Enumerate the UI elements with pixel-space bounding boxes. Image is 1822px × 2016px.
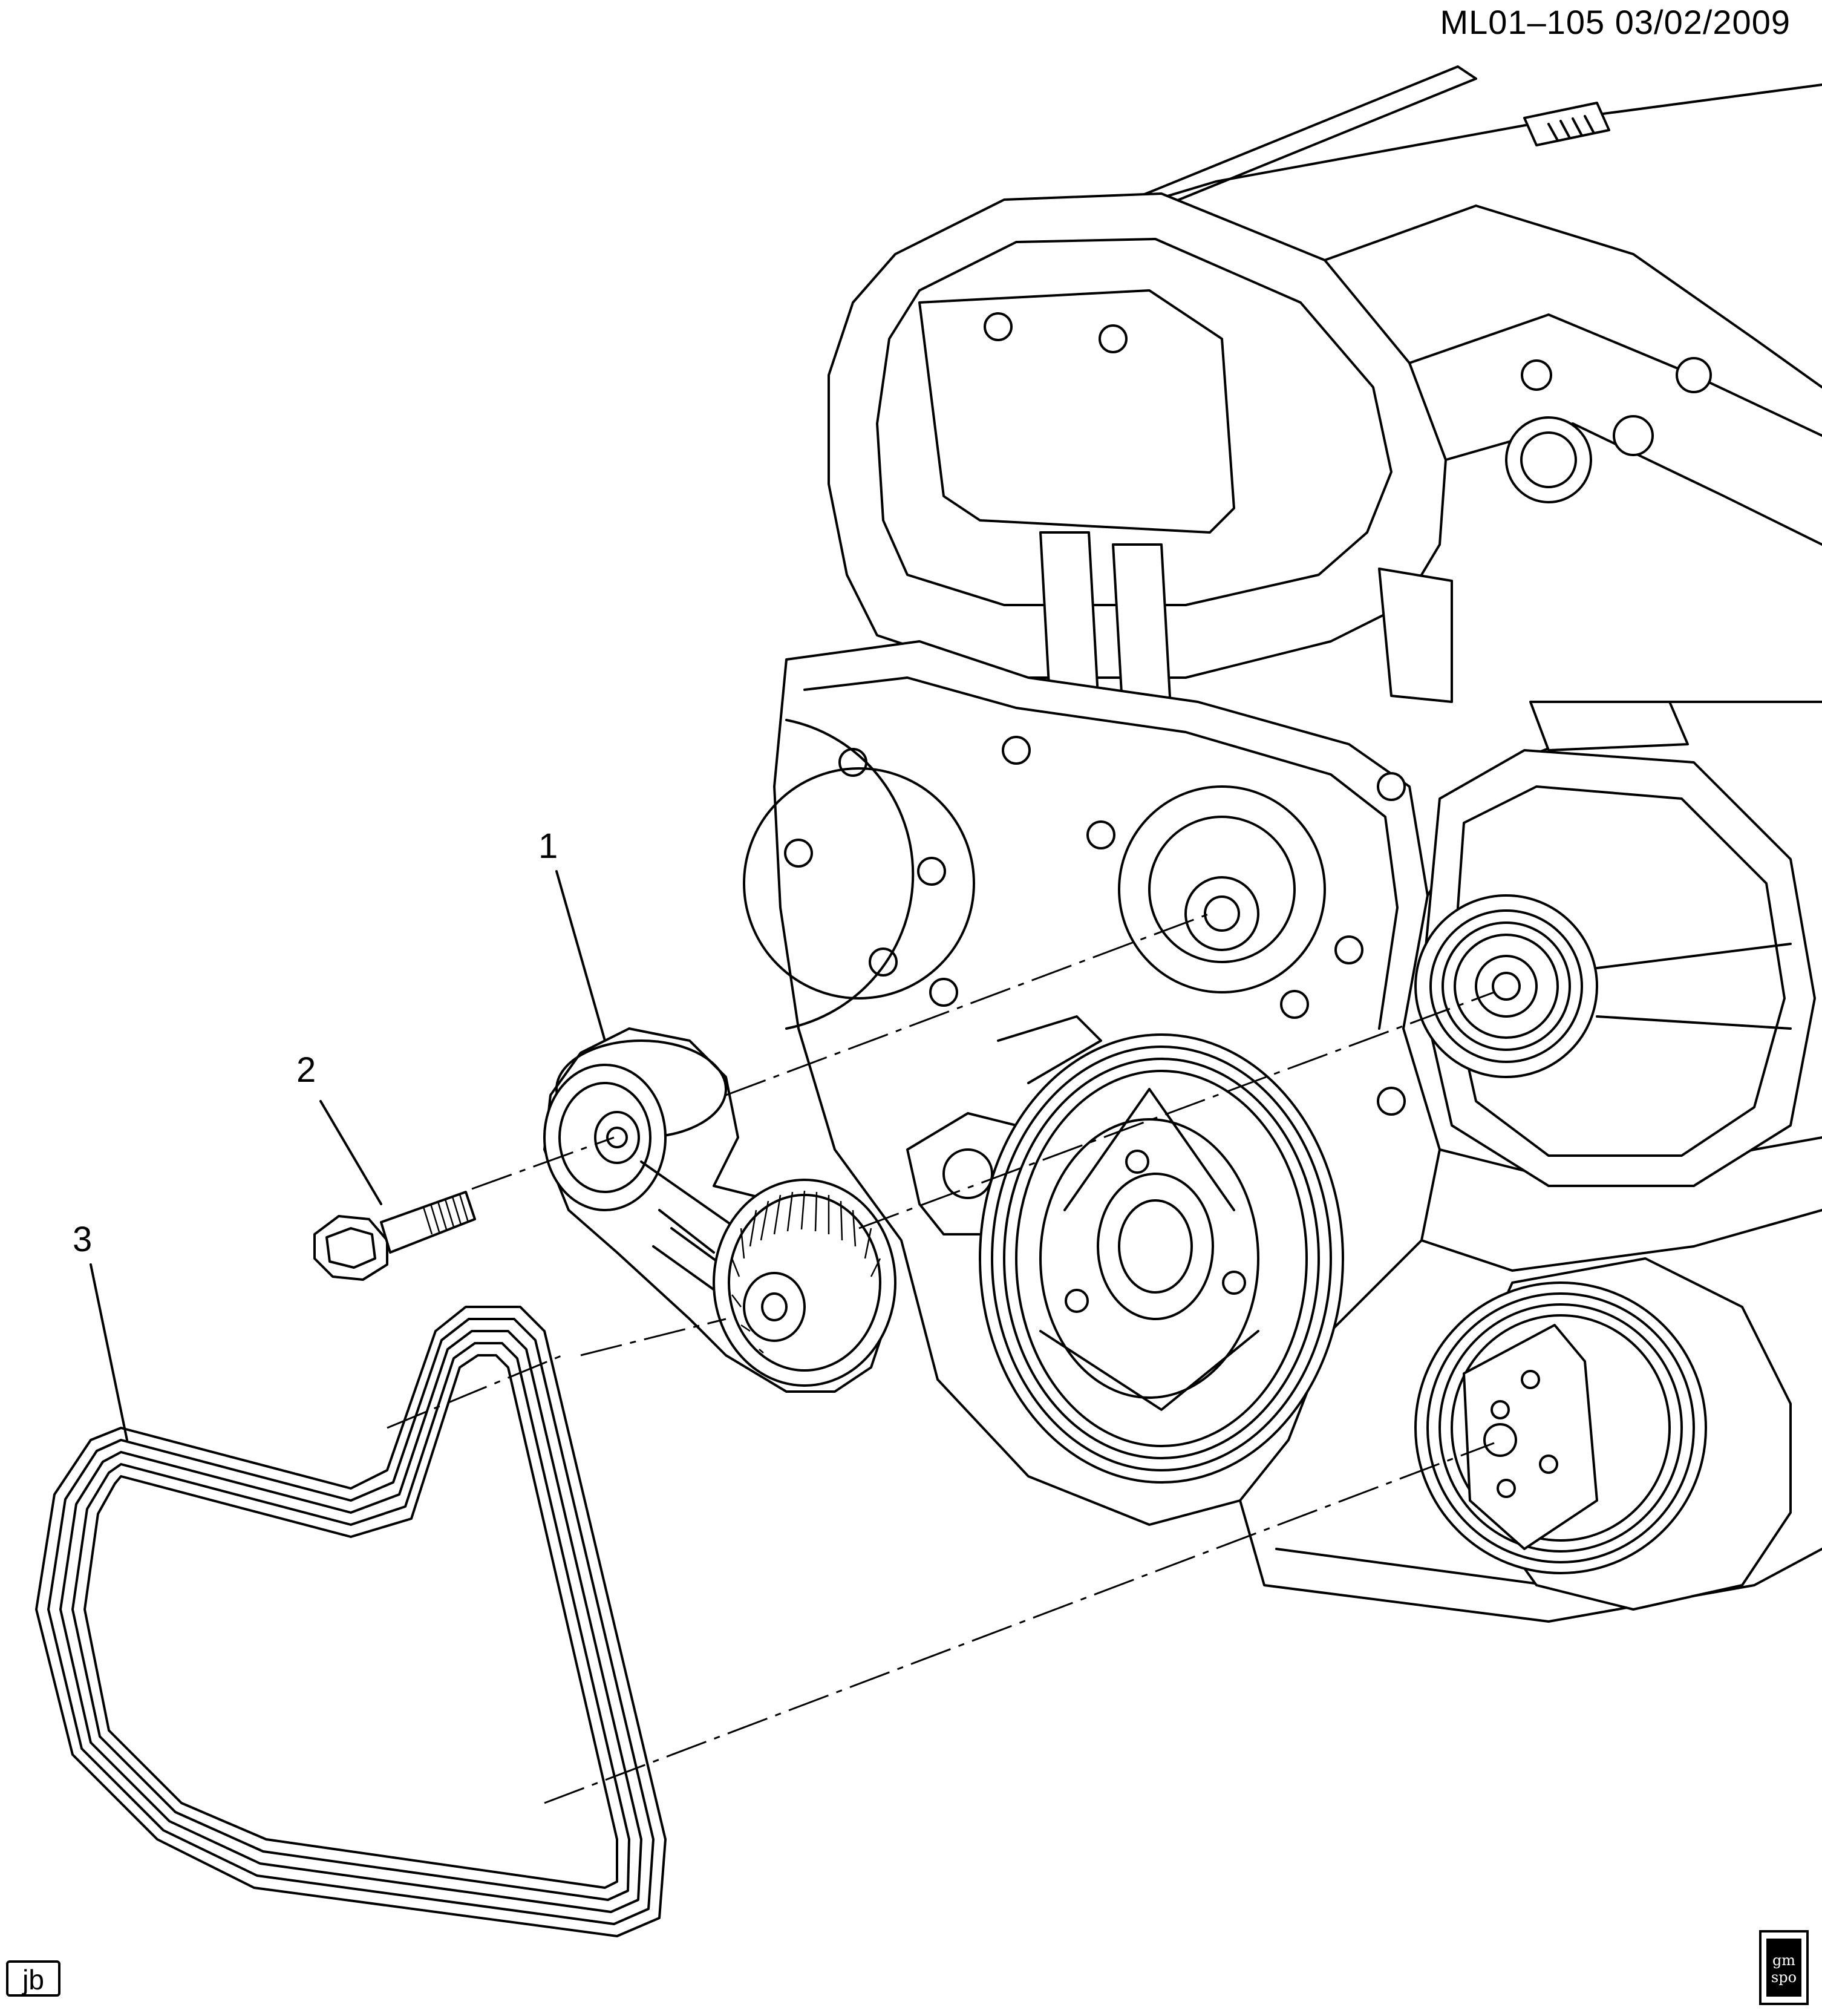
ac-compressor <box>1414 1257 1792 1611</box>
drive-belt-tensioner <box>543 1027 896 1393</box>
generator <box>1414 749 1816 1187</box>
gm-spo-logo-icon: gm spo <box>1759 1930 1809 2005</box>
centerlines <box>387 912 1495 1804</box>
drive-belt <box>35 1306 667 1937</box>
logo-line-2: spo <box>1771 1969 1797 1986</box>
callout-2: 2 <box>296 1050 316 1090</box>
leader-lines <box>90 870 606 1441</box>
callout-1: 1 <box>538 826 558 866</box>
diagram-reference-code: ML01–105 03/02/2009 <box>1440 3 1791 41</box>
tensioner-bolt <box>313 1191 476 1281</box>
barcode-label-icon <box>1523 102 1610 146</box>
callout-3: 3 <box>73 1220 93 1259</box>
artist-initials: jb <box>6 1960 60 1997</box>
logo-line-1: gm <box>1772 1952 1796 1969</box>
crankshaft-balancer <box>979 1033 1344 1484</box>
